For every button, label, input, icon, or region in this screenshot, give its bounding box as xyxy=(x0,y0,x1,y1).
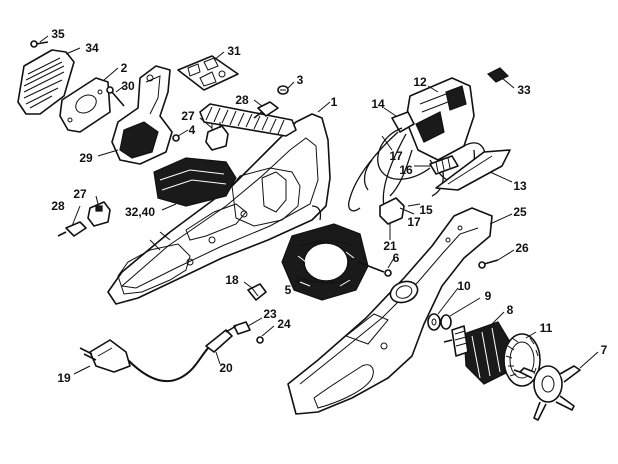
callout-17-upper: 17 xyxy=(389,149,403,163)
callout-10: 10 xyxy=(457,279,471,293)
callout-8: 8 xyxy=(507,303,514,317)
capacitor-16 xyxy=(429,155,459,175)
housing-motor-block xyxy=(153,157,237,207)
callout-5: 5 xyxy=(285,283,292,297)
callout-28-lower: 28 xyxy=(51,199,65,213)
callout-1: 1 xyxy=(331,95,338,109)
washer-10 xyxy=(427,313,441,331)
callout-30: 30 xyxy=(121,79,135,93)
callout-32-40: 32,40 xyxy=(125,205,155,219)
callout-21: 21 xyxy=(383,239,397,253)
callout-7: 7 xyxy=(601,343,608,357)
screw-30 xyxy=(106,86,125,107)
bearing-9 xyxy=(440,314,452,330)
clamp-23 xyxy=(233,321,251,335)
callout-3: 3 xyxy=(297,73,304,87)
callout-33: 33 xyxy=(517,83,531,97)
callout-12: 12 xyxy=(413,75,427,89)
air-grille xyxy=(17,49,75,115)
leader-lines xyxy=(39,35,599,375)
screw-24 xyxy=(256,336,264,344)
strain-relief-18 xyxy=(247,283,267,301)
screw-26 xyxy=(478,259,499,269)
armature-rotor xyxy=(443,321,511,385)
pin-4 xyxy=(172,134,180,142)
callout-6: 6 xyxy=(393,251,400,265)
brush-holder xyxy=(519,365,581,421)
connector-21 xyxy=(379,197,405,225)
callout-11: 11 xyxy=(540,321,553,335)
motor-stator xyxy=(281,205,369,301)
callout-26: 26 xyxy=(515,241,529,255)
gasket-plate xyxy=(59,77,111,133)
callout-24: 24 xyxy=(277,317,291,331)
switch-27-upper xyxy=(205,122,229,151)
callout-4: 4 xyxy=(189,123,196,137)
lower-housing xyxy=(287,207,493,415)
callout-15: 15 xyxy=(419,203,433,217)
power-plug xyxy=(79,339,131,373)
trigger-28-lower xyxy=(57,221,87,237)
rear-handle-cover xyxy=(111,65,173,165)
callout-31: 31 xyxy=(227,44,241,58)
handle-grip xyxy=(199,103,297,137)
callout-2: 2 xyxy=(121,61,128,75)
callout-28-upper: 28 xyxy=(235,93,249,107)
callout-35: 35 xyxy=(51,27,65,41)
screw-6 xyxy=(357,261,392,277)
callout-13: 13 xyxy=(513,179,527,193)
trigger-28-upper xyxy=(253,101,279,119)
callout-27-upper: 27 xyxy=(181,109,195,123)
callout-16: 16 xyxy=(399,163,413,177)
callout-17-lower: 17 xyxy=(407,215,421,229)
control-module xyxy=(405,77,475,161)
callout-9: 9 xyxy=(485,289,492,303)
label-plate xyxy=(177,55,239,91)
callout-25: 25 xyxy=(513,205,527,219)
callout-23: 23 xyxy=(263,307,277,321)
insulating-strip xyxy=(435,149,511,191)
callout-34: 34 xyxy=(85,41,99,55)
callout-18: 18 xyxy=(225,273,239,287)
callout-29: 29 xyxy=(79,151,93,165)
callout-19: 19 xyxy=(57,371,71,385)
power-cord xyxy=(127,325,237,383)
screw-35 xyxy=(30,40,49,48)
switch-27-lower xyxy=(87,201,111,227)
callout-labels: 35 34 31 2 30 3 28 1 12 33 14 27 4 29 17… xyxy=(51,27,607,385)
callout-27-lower: 27 xyxy=(73,187,87,201)
callout-14: 14 xyxy=(371,97,385,111)
screw-3 xyxy=(277,85,289,95)
callout-20: 20 xyxy=(219,361,233,375)
switch-block-14 xyxy=(391,111,415,133)
